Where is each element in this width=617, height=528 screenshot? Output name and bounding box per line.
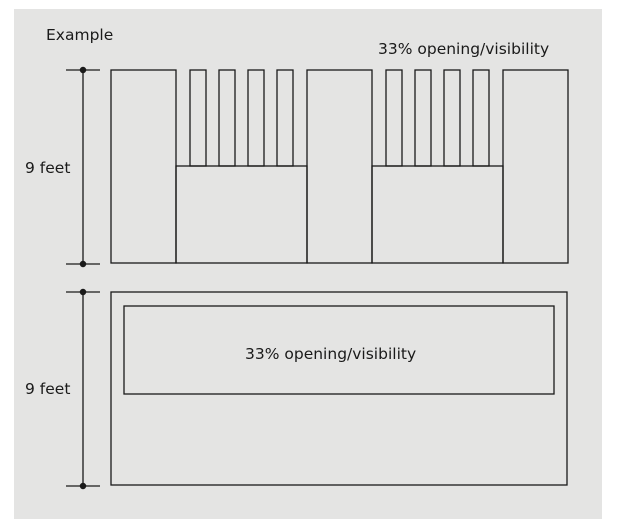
top-opening-caption: 33% opening/visibility — [378, 40, 550, 58]
fence-picket — [247, 69, 265, 167]
bottom-height-label: 9 feet — [25, 380, 71, 398]
fence-picket — [218, 69, 236, 167]
wall-outline — [110, 291, 568, 486]
fence-low-wall — [175, 165, 308, 264]
bottom-fence-elevation — [110, 291, 568, 486]
fence-low-wall — [371, 165, 504, 264]
fence-post — [306, 69, 373, 264]
top-dimension-line — [66, 66, 100, 268]
fence-post — [502, 69, 569, 264]
bottom-dimension-line — [66, 288, 100, 490]
figure-panel — [14, 9, 602, 519]
fence-picket — [443, 69, 461, 167]
top-fence-elevation — [110, 69, 569, 264]
fence-picket — [385, 69, 403, 167]
fence-picket — [414, 69, 432, 167]
fence-picket — [472, 69, 490, 167]
wall-opening — [123, 305, 555, 395]
bottom-opening-caption: 33% opening/visibility — [245, 345, 417, 363]
fence-picket — [189, 69, 207, 167]
example-label: Example — [46, 26, 114, 44]
top-height-label: 9 feet — [25, 159, 71, 177]
fence-post — [110, 69, 177, 264]
fence-picket — [276, 69, 294, 167]
